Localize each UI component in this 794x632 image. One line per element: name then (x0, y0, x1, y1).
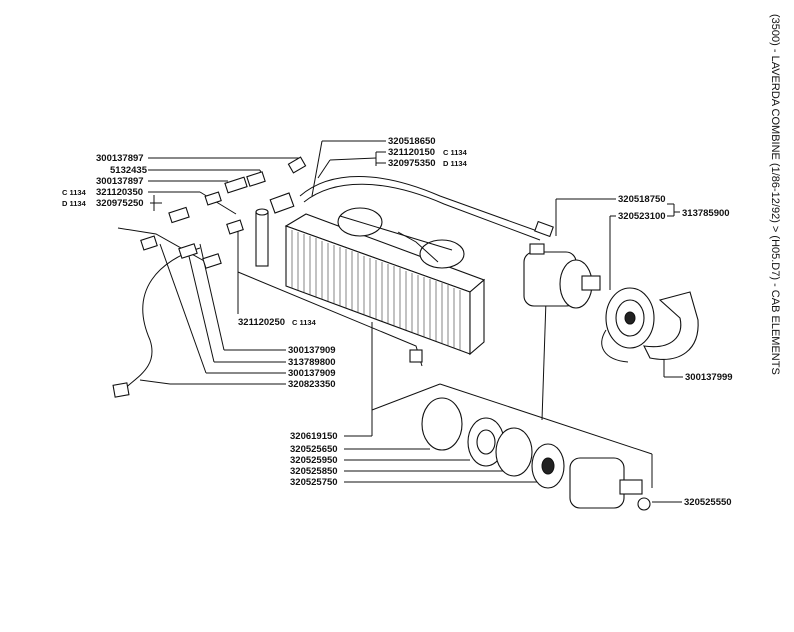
leader-line (159, 243, 207, 374)
part-label-320619150: 320619150 (290, 431, 338, 442)
part-label-300137909-a: 300137909 (288, 345, 336, 356)
part-label-320525850: 320525850 (290, 466, 338, 477)
part-label-5132435: 5132435 (110, 165, 148, 176)
diagram-title: (3500) - LAVERDA COMBINE (1/86-12/92) > … (769, 14, 781, 375)
part-label-320518750: 320518750 (618, 194, 666, 205)
part-label-320975350: 320975350 (388, 158, 436, 169)
suffix-c1134: C 1134 (62, 188, 87, 197)
part-label-320525950: 320525950 (290, 455, 338, 466)
leader-line (541, 299, 547, 421)
part-label-300137999: 300137999 (685, 372, 733, 383)
part-label-320523100: 320523100 (618, 211, 666, 222)
part-label-320525750: 320525750 (290, 477, 338, 488)
part-label-320525650: 320525650 (290, 444, 338, 455)
suffix-d1134: D 1134 (62, 199, 87, 208)
fittings (112, 156, 554, 398)
suffix-c1134-3: C 1134 (292, 318, 317, 327)
part-label-313785900: 313785900 (682, 208, 730, 219)
clutch-pulley (601, 287, 655, 363)
part-label-320823350: 320823350 (288, 379, 336, 390)
part-label-300137897-top: 300137897 (96, 153, 144, 164)
part-label-300137897-mid: 300137897 (96, 176, 144, 187)
leader-line (329, 157, 377, 161)
leader-line (139, 379, 171, 385)
part-label-320975250: 320975250 (96, 198, 144, 209)
exploded-view-bracket (439, 383, 653, 455)
compressor (523, 243, 601, 309)
compressor-exploded-parts (421, 397, 651, 511)
part-label-321120250: 321120250 (238, 317, 285, 328)
part-label-320518650: 320518650 (388, 136, 436, 147)
exploded-view-bracket (371, 383, 441, 411)
condenser-unit (284, 207, 486, 356)
part-label-321120350: 321120350 (96, 187, 143, 198)
part-label-321120150: 321120150 (388, 147, 435, 158)
leader-line (187, 251, 215, 363)
part-label-300137909-b: 300137909 (288, 368, 336, 379)
part-label-320525550: 320525550 (684, 497, 732, 508)
part-label-313789800: 313789800 (288, 357, 336, 368)
suffix-d1134-2: D 1134 (443, 159, 468, 168)
leader-line (311, 140, 323, 197)
suffix-c1134-2: C 1134 (443, 148, 468, 157)
mounting-bracket (643, 291, 699, 360)
leader-line (317, 159, 331, 179)
